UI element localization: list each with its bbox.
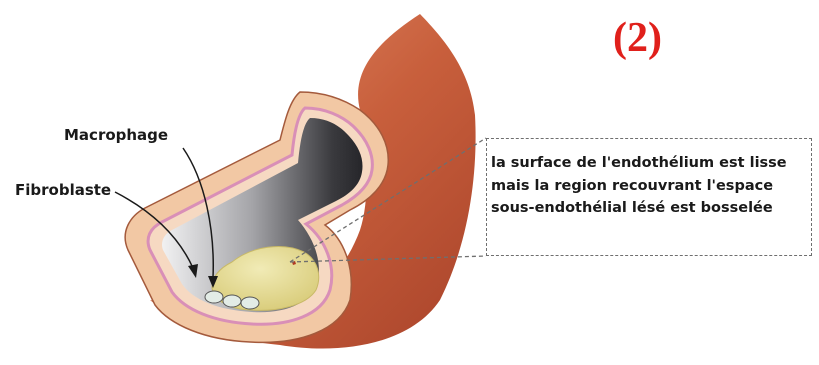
callout-box: la surface de l'endothélium est lisse ma… [486, 138, 812, 256]
cell [205, 291, 223, 303]
label-fibroblast: Fibroblaste [15, 181, 111, 199]
callout-line-2: mais la region recouvrant l'espace [491, 175, 807, 198]
callout-line-1: la surface de l'endothélium est lisse [491, 152, 807, 175]
cell [223, 295, 241, 307]
label-macrophage: Macrophage [64, 126, 168, 144]
callout-line-3: sous-endothélial lésé est bosselée [491, 197, 807, 220]
figure-number: (2) [613, 14, 662, 62]
cell [241, 297, 259, 309]
